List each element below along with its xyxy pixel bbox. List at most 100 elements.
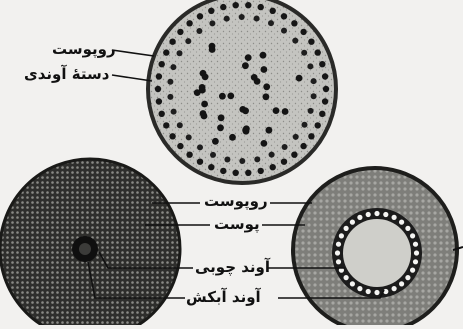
vascular-bundle-dot (322, 98, 328, 104)
vascular-bundle-dot (227, 93, 234, 100)
vascular-bundle-dot (156, 98, 162, 104)
vascular-bundle-dot (224, 16, 230, 22)
vascular-bundle-dot (308, 108, 314, 114)
vascular-bundle-dot (185, 38, 191, 44)
ring-vessel-dot (335, 250, 340, 255)
vascular-bundle-dot (242, 62, 249, 69)
left-core-highlight (79, 243, 91, 255)
ring-vessel-dot (350, 281, 355, 286)
vascular-bundle-dot (311, 78, 317, 84)
vascular-bundle-dot (239, 158, 245, 164)
leader-top-vascular-bundle (112, 75, 152, 81)
vascular-bundle-dot (177, 143, 183, 149)
label-xylem: آوند چوبی (195, 259, 270, 276)
vascular-bundle-dot (167, 79, 173, 85)
vascular-bundle-dot (315, 49, 321, 55)
vascular-bundle-dot (224, 157, 230, 163)
leader-top-epidermis (112, 50, 154, 56)
vascular-bundle-dot (311, 93, 317, 99)
vascular-bundle-dot (196, 28, 202, 34)
vascular-bundle-dot (319, 111, 325, 117)
vascular-bundle-dot (217, 124, 224, 131)
vascular-bundle-dot (258, 168, 264, 174)
label-mid-epidermis: روپوست (204, 193, 268, 210)
vascular-bundle-dot (218, 114, 225, 121)
vascular-bundle-dot (169, 39, 175, 45)
vascular-bundle-dot (301, 50, 307, 56)
vascular-bundle-dot (220, 168, 226, 174)
vascular-bundle-dot (245, 2, 251, 8)
vascular-bundle-dot (159, 111, 165, 117)
vascular-bundle-dot (293, 134, 299, 140)
vascular-bundle-dot (199, 87, 206, 94)
vascular-bundle-dot (300, 143, 306, 149)
vascular-bundle-dot (273, 107, 280, 114)
vascular-bundle-dot (209, 46, 216, 53)
vascular-bundle-dot (308, 133, 314, 139)
vascular-bundle-dot (323, 86, 329, 92)
vascular-bundle-dot (233, 170, 239, 176)
vascular-bundle-dot (186, 134, 192, 140)
vascular-bundle-dot (291, 152, 297, 158)
vascular-bundle-dot (169, 133, 175, 139)
vascular-bundle-dot (258, 4, 264, 10)
vascular-bundle-dot (167, 94, 173, 100)
bottom-left-cross-section (0, 159, 180, 325)
vascular-bundle-dot (266, 127, 273, 134)
vascular-bundle-dot (282, 108, 289, 115)
vascular-bundle-dot (210, 152, 216, 158)
vascular-bundle-dot (308, 39, 314, 45)
vascular-bundle-dot (233, 2, 239, 8)
vascular-bundle-dot (270, 8, 276, 14)
top-section-body (148, 0, 336, 183)
label-top-epidermis: روپوست (52, 41, 116, 58)
vascular-bundle-dot (263, 83, 270, 90)
vascular-bundle-dot (322, 73, 328, 79)
top-cross-section (148, 0, 336, 183)
ring-vessel-dot (413, 242, 418, 247)
vascular-bundle-dot (291, 20, 297, 26)
ring-vessel-dot (357, 215, 362, 220)
vascular-bundle-dot (300, 29, 306, 35)
ring-vessel-dot (350, 220, 355, 225)
vascular-bundle-dot (208, 164, 214, 170)
ring-vessel-dot (344, 226, 349, 231)
vascular-bundle-dot (177, 122, 183, 128)
vascular-bundle-dot (186, 152, 192, 158)
vascular-bundle-dot (212, 138, 219, 145)
vascular-bundle-dot (245, 54, 252, 61)
vascular-bundle-dot (319, 61, 325, 67)
vascular-bundle-dot (220, 4, 226, 10)
ring-vessel-dot (344, 275, 349, 280)
vascular-bundle-dot (209, 20, 215, 26)
vascular-bundle-dot (197, 159, 203, 165)
ring-vessel-dot (399, 220, 404, 225)
ring-vessel-dot (366, 289, 371, 294)
vascular-bundle-dot (197, 144, 203, 150)
vascular-bundle-dot (242, 127, 249, 134)
vascular-bundle-dot (242, 107, 249, 114)
vascular-bundle-dot (292, 38, 298, 44)
vascular-bundle-dot (315, 122, 321, 128)
vascular-bundle-dot (170, 64, 176, 70)
vascular-bundle-dot (281, 28, 287, 34)
vascular-bundle-dot (254, 78, 261, 85)
ring-vessel-dot (392, 286, 397, 291)
ring-vessel-dot (392, 215, 397, 220)
vascular-bundle-dot (163, 49, 169, 55)
vascular-bundle-dot (281, 13, 287, 19)
vascular-bundle-dot (260, 52, 267, 59)
vascular-bundle-dot (254, 156, 260, 162)
ring-vessel-dot (383, 212, 388, 217)
vascular-bundle-dot (281, 159, 287, 165)
ring-vessel-dot (414, 250, 419, 255)
label-phloem: آوند آبکش (186, 289, 261, 306)
bottom-right-cross-section (293, 168, 463, 325)
ring-vessel-dot (339, 233, 344, 238)
ring-vessel-dot (410, 233, 415, 238)
vascular-bundle-dot (201, 113, 208, 120)
vascular-bundle-dot (263, 93, 270, 100)
vascular-bundle-dot (302, 122, 308, 128)
vascular-bundle-dot (307, 63, 313, 69)
